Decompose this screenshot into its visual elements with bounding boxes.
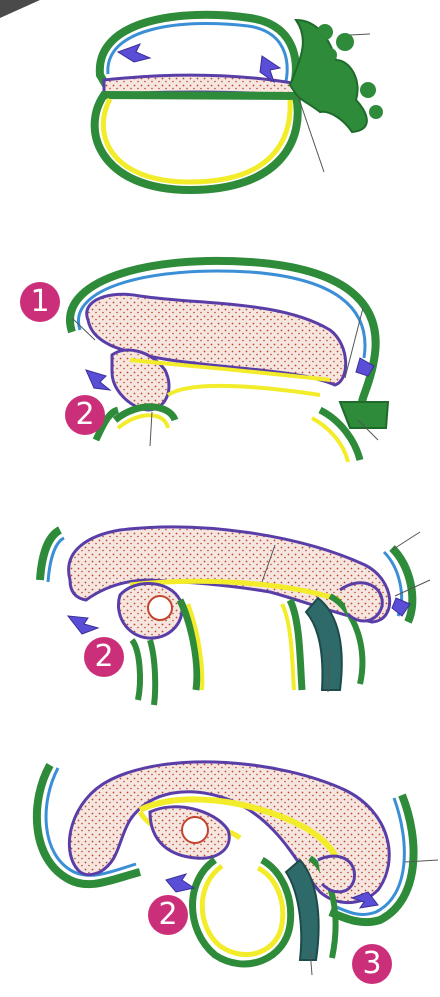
- arrow-3a: [68, 616, 98, 634]
- stage-4: [37, 762, 438, 975]
- badge-3: 3: [352, 944, 392, 984]
- badge-2-stage-4: 2: [148, 895, 188, 935]
- stage-2: [70, 261, 388, 462]
- connecting-stalk-2: [340, 402, 388, 428]
- arrow-4a: [166, 874, 194, 892]
- badge-2-stage-2: 2: [65, 395, 105, 435]
- badge-2-stage-3: 2: [84, 637, 124, 677]
- yolk-sac-1: [95, 95, 298, 190]
- stage-1: [95, 15, 383, 190]
- badge-1: 1: [20, 282, 60, 322]
- stage-3: [40, 527, 430, 705]
- arrow-2a: [86, 370, 110, 390]
- corner-mark: [0, 0, 40, 18]
- tail-fold-4: [318, 856, 355, 892]
- yolk-sac-4: [193, 860, 291, 964]
